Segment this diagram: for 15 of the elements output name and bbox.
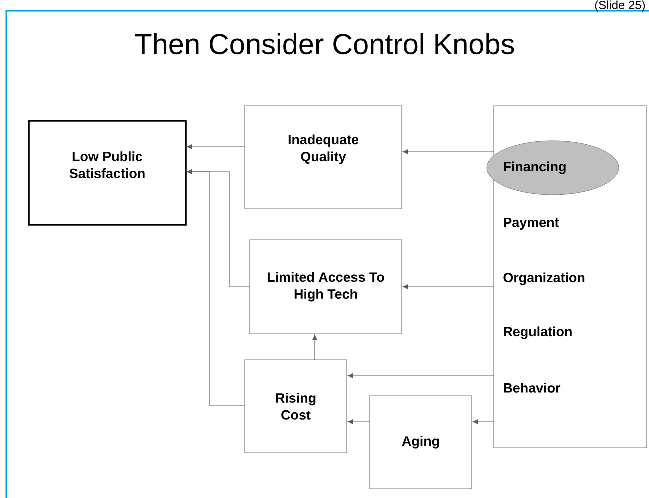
arrow	[402, 284, 494, 290]
title: Then Consider Control Knobs	[135, 33, 514, 55]
cause-box: Aging	[370, 396, 472, 490]
arrow	[472, 420, 494, 424]
arrow	[402, 150, 494, 154]
cause-box: Low Public Satisfaction	[28, 120, 187, 226]
arrow	[348, 374, 494, 378]
cause-box: Limited Access To High Tech	[250, 240, 402, 334]
slide-number: (Slide 25)	[595, 0, 646, 12]
cause-box: Rising Cost	[244, 360, 348, 454]
arrow	[186, 170, 246, 406]
cause-box: Inadequate Quality	[244, 106, 402, 210]
arrow	[186, 144, 246, 150]
arrow	[348, 420, 370, 424]
arrow	[312, 334, 318, 360]
